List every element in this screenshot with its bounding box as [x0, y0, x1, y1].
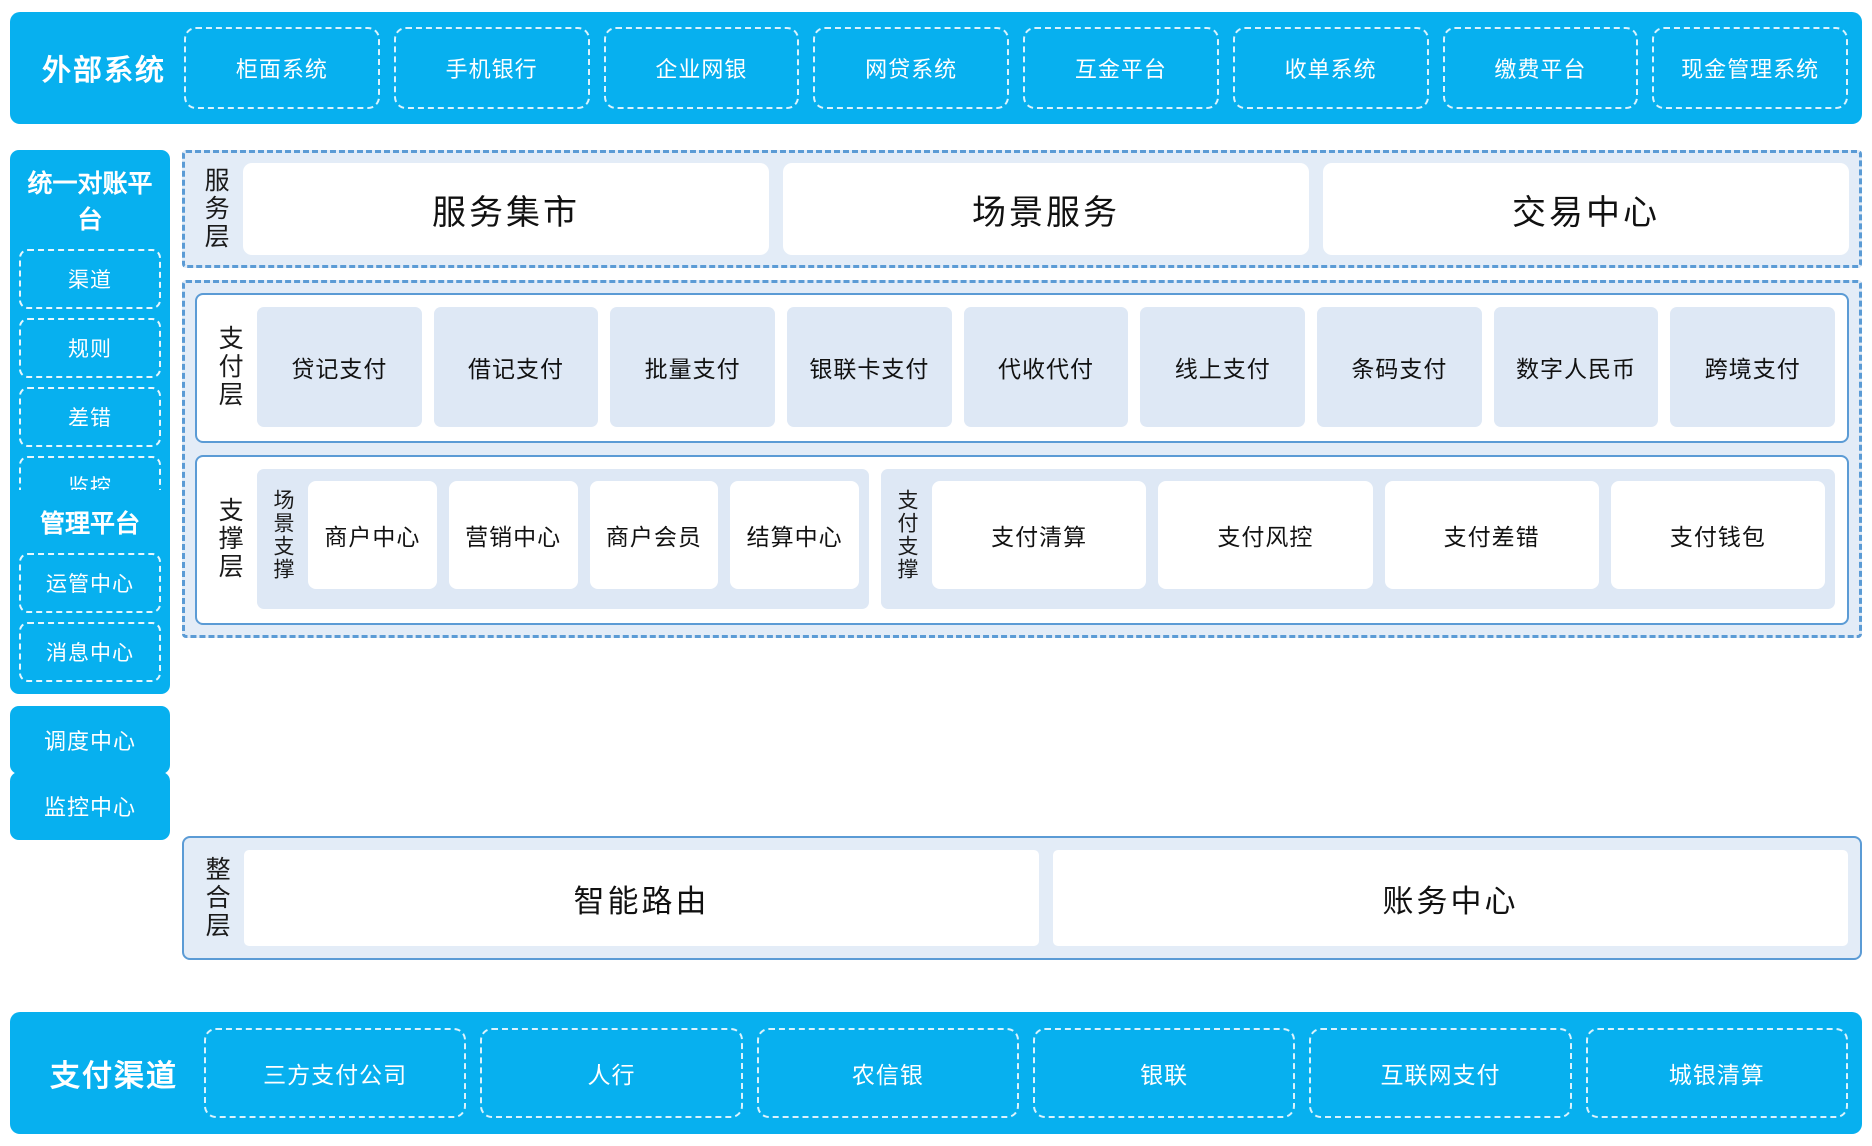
payment-layer-cards: 贷记支付 借记支付 批量支付 银联卡支付 代收代付 线上支付 条码支付 数字人民… [257, 307, 1836, 427]
payment-card-cross-border[interactable]: 跨境支付 [1670, 307, 1836, 427]
support-card-merchant-center[interactable]: 商户中心 [308, 481, 437, 589]
support-card-payment-wallet[interactable]: 支付钱包 [1610, 481, 1825, 589]
payment-channel-item[interactable]: 互联网支付 [1309, 1027, 1572, 1119]
external-systems-band: 外部系统 柜面系统 手机银行 企业网银 网贷系统 互金平台 收单系统 缴费平台 … [10, 12, 1862, 124]
external-system-item[interactable]: 柜面系统 [184, 26, 380, 110]
payment-layer-panel: 支付层 贷记支付 借记支付 批量支付 银联卡支付 代收代付 线上支付 条码支付 … [195, 293, 1849, 443]
payment-card-debit[interactable]: 借记支付 [433, 307, 599, 427]
external-systems-list: 柜面系统 手机银行 企业网银 网贷系统 互金平台 收单系统 缴费平台 现金管理系… [184, 26, 1849, 110]
payment-layer-row: 支付层 贷记支付 借记支付 批量支付 银联卡支付 代收代付 线上支付 条码支付 … [209, 307, 1836, 427]
core-layers-container: 支付层 贷记支付 借记支付 批量支付 银联卡支付 代收代付 线上支付 条码支付 … [182, 280, 1862, 638]
external-system-item[interactable]: 手机银行 [393, 26, 590, 110]
payment-channel-item[interactable]: 三方支付公司 [204, 1027, 467, 1119]
external-system-item[interactable]: 网贷系统 [813, 26, 1010, 110]
support-card-payment-clearing[interactable]: 支付清算 [932, 481, 1147, 589]
sidebar-item-operations-center[interactable]: 运管中心 [19, 553, 161, 613]
external-system-item[interactable]: 企业网银 [603, 26, 800, 110]
support-layer-label: 支撑层 [215, 497, 244, 581]
integration-layer-cards: 智能路由 账务中心 [244, 850, 1848, 946]
external-system-item[interactable]: 缴费平台 [1442, 26, 1639, 110]
payment-card-batch[interactable]: 批量支付 [610, 307, 776, 427]
integration-layer-label: 整合层 [202, 856, 231, 940]
support-card-payment-risk[interactable]: 支付风控 [1158, 481, 1373, 589]
sidebar-item-rule[interactable]: 规则 [19, 318, 161, 378]
payment-support-cards: 支付清算 支付风控 支付差错 支付钱包 [932, 481, 1825, 589]
payment-card-barcode[interactable]: 条码支付 [1317, 307, 1482, 427]
external-system-item[interactable]: 互金平台 [1023, 26, 1219, 110]
integration-card-smart-routing[interactable]: 智能路由 [244, 850, 1039, 946]
service-layer-label: 服务层 [201, 167, 230, 251]
reconcile-platform-card: 统一对账平台 渠道 规则 差错 监控 [10, 150, 170, 528]
scenario-support-label: 场景支撑 [271, 489, 295, 581]
service-layer-cards: 服务集市 场景服务 交易中心 [243, 163, 1849, 255]
service-card-scenario[interactable]: 场景服务 [783, 163, 1309, 255]
payment-channel-item[interactable]: 人行 [480, 1027, 743, 1119]
support-layer-panel: 支撑层 场景支撑 商户中心 营销中心 商户会员 结算中心 支付支撑 [195, 455, 1849, 625]
service-layer-container: 服务层 服务集市 场景服务 交易中心 [182, 150, 1862, 268]
sidebar-item-monitoring-center[interactable]: 监控中心 [10, 772, 170, 840]
payment-layer-label: 支付层 [215, 325, 244, 409]
payment-support-label: 支付支撑 [895, 489, 919, 581]
payment-channels-title: 支付渠道 [50, 1060, 178, 1093]
payment-support-group: 支付支撑 支付清算 支付风控 支付差错 支付钱包 [881, 469, 1835, 609]
manage-platform-title: 管理平台 [39, 510, 140, 538]
integration-layer-row: 整合层 智能路由 账务中心 [196, 850, 1848, 946]
sidebar-item-channel[interactable]: 渠道 [19, 249, 161, 309]
sidebar-item-error[interactable]: 差错 [19, 387, 161, 447]
integration-card-accounting-center[interactable]: 账务中心 [1053, 850, 1848, 946]
payment-channel-item[interactable]: 银联 [1032, 1027, 1296, 1119]
scenario-support-group: 场景支撑 商户中心 营销中心 商户会员 结算中心 [257, 469, 869, 609]
payment-channels-list: 三方支付公司 人行 农信银 银联 互联网支付 城银清算 [204, 1027, 1848, 1119]
sidebar-item-message-center[interactable]: 消息中心 [19, 622, 161, 682]
payment-channel-item[interactable]: 城银清算 [1585, 1027, 1848, 1119]
service-layer-row: 服务层 服务集市 场景服务 交易中心 [195, 163, 1849, 255]
external-systems-title: 外部系统 [42, 55, 167, 87]
payment-card-digital-rmb[interactable]: 数字人民币 [1493, 307, 1659, 427]
reconcile-platform-title: 统一对账平台 [27, 170, 153, 234]
support-card-settlement-center[interactable]: 结算中心 [730, 481, 859, 589]
payment-channel-item[interactable]: 农信银 [756, 1027, 1019, 1119]
integration-layer-container: 整合层 智能路由 账务中心 [182, 836, 1862, 960]
scenario-support-cards: 商户中心 营销中心 商户会员 结算中心 [308, 481, 859, 589]
manage-platform-card: 管理平台 运管中心 消息中心 [10, 490, 170, 694]
payment-card-credit[interactable]: 贷记支付 [257, 307, 422, 427]
support-layer-row: 支撑层 场景支撑 商户中心 营销中心 商户会员 结算中心 支付支撑 [209, 469, 1835, 609]
support-card-merchant-member[interactable]: 商户会员 [589, 481, 719, 589]
payment-card-online[interactable]: 线上支付 [1140, 307, 1306, 427]
support-layer-groups: 场景支撑 商户中心 营销中心 商户会员 结算中心 支付支撑 支付清算 支付风控 [257, 469, 1835, 609]
sidebar-item-scheduling-center[interactable]: 调度中心 [10, 706, 170, 774]
payment-card-collection-payment[interactable]: 代收代付 [963, 307, 1129, 427]
service-card-marketplace[interactable]: 服务集市 [243, 163, 769, 255]
support-card-payment-error[interactable]: 支付差错 [1384, 481, 1599, 589]
payment-card-unionpay[interactable]: 银联卡支付 [787, 307, 952, 427]
payment-channels-band: 支付渠道 三方支付公司 人行 农信银 银联 互联网支付 城银清算 [10, 1012, 1862, 1134]
external-system-item[interactable]: 收单系统 [1232, 26, 1429, 110]
support-card-marketing-center[interactable]: 营销中心 [448, 481, 578, 589]
service-card-transaction-center[interactable]: 交易中心 [1323, 163, 1849, 255]
external-system-item[interactable]: 现金管理系统 [1652, 26, 1849, 110]
